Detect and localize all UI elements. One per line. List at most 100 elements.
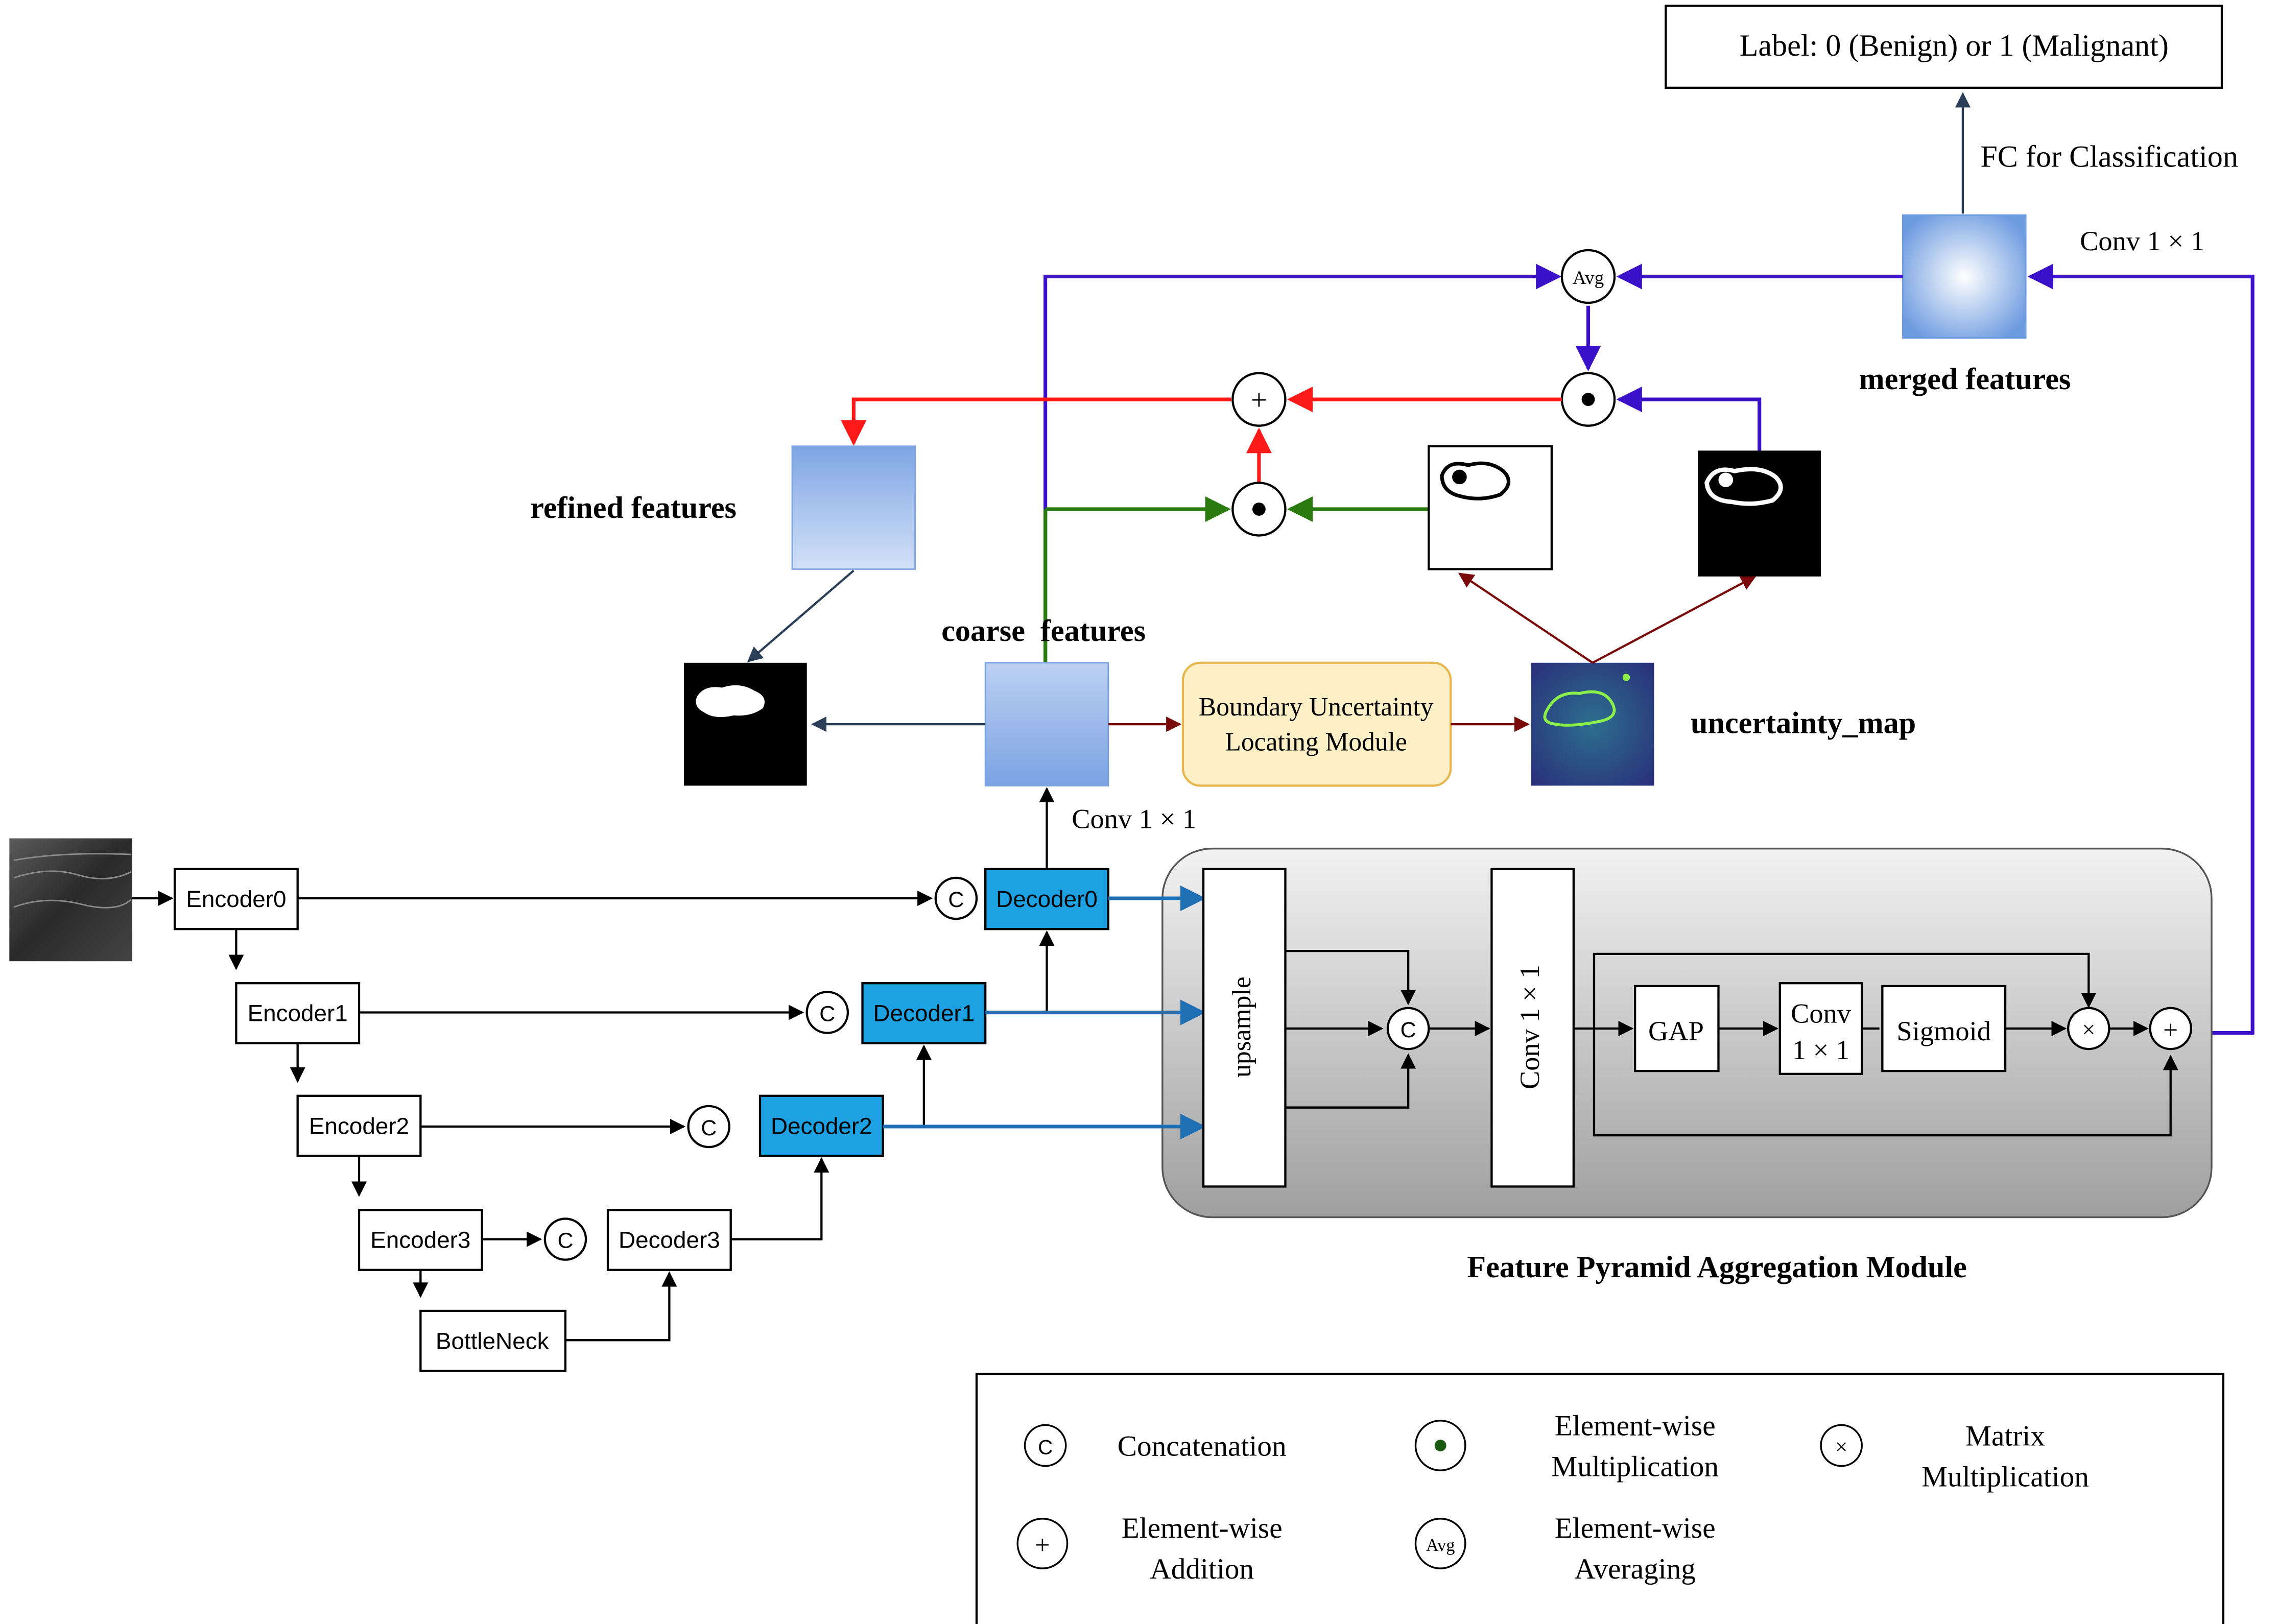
fpam-to-merged-arrow — [2027, 264, 2255, 1035]
fpam-conv-label: Conv 1 × 1 — [1514, 965, 1545, 1089]
bulm-box — [1181, 661, 1452, 787]
add-node-top — [1231, 372, 1287, 427]
concat-node-2-label: C — [701, 1116, 717, 1140]
decoder0-label: Decoder0 — [996, 886, 1098, 912]
legend-avg-text-2: Averaging — [1574, 1553, 1696, 1585]
legend-ew-mult-text-1: Element-wise — [1555, 1410, 1716, 1442]
conv-bottom-bypass — [1593, 1029, 2178, 1137]
legend-avg-icon-label: Avg — [1426, 1536, 1455, 1555]
legend-box — [975, 1372, 2225, 1624]
concat-node-1 — [805, 991, 849, 1034]
legend-avg-icon — [1414, 1518, 1466, 1569]
fpam-matmul-label: × — [2082, 1016, 2095, 1042]
conv-coarse-label: Conv 1 × 1 — [1072, 803, 1196, 834]
mult-node-top-dot — [1581, 393, 1595, 406]
bottleneck-to-decoder3-arrow — [565, 1271, 677, 1342]
fpam-add-label: + — [2163, 1016, 2178, 1045]
legend-ew-mult-dot — [1434, 1440, 1446, 1451]
uncertain-mask-contour — [1704, 467, 1783, 506]
uncertainty-map-spot — [1622, 674, 1630, 681]
upsample-top-branch — [1285, 950, 1416, 1006]
fpam-title: Feature Pyramid Aggregation Module — [1467, 1250, 1967, 1284]
fpam-add-node — [2149, 1007, 2192, 1050]
upsample-box — [1202, 868, 1287, 1188]
decoder2-to-decoder1-arrow — [883, 1044, 932, 1128]
concat-node-2 — [687, 1105, 730, 1149]
conv-top-bypass — [1593, 952, 2097, 1029]
legend-ew-mult-text-2: Multiplication — [1551, 1451, 1719, 1483]
uncertainty-map-label: uncertainty_map — [1691, 706, 1916, 740]
legend-add-icon-label: + — [1035, 1531, 1050, 1560]
legend-matrix-icon-label: × — [1835, 1436, 1847, 1460]
legend-concat-text: Concatenation — [1118, 1430, 1287, 1463]
encoder2-box — [296, 1094, 422, 1157]
encoder1-label: Encoder1 — [248, 1000, 348, 1026]
avg-node-label: Avg — [1573, 268, 1604, 289]
input-ultrasound-texture — [13, 853, 132, 909]
merged-features-label: merged features — [1859, 362, 2071, 396]
encoder3-label: Encoder3 — [370, 1227, 470, 1253]
encoder0-box — [173, 868, 299, 930]
upsample-label: upsample — [1227, 976, 1256, 1078]
uncertainty-to-boundary-arrow — [1458, 572, 1594, 664]
concat-node-0-label: C — [948, 888, 964, 912]
legend-matrix-icon — [1820, 1424, 1863, 1467]
encoder0-label: Encoder0 — [186, 886, 286, 912]
legend-matrix-text-1: Matrix — [1965, 1420, 2045, 1452]
legend-concat-icon — [1024, 1424, 1067, 1467]
decoder1-label: Decoder1 — [873, 1000, 975, 1026]
legend-matrix-text-2: Multiplication — [1921, 1461, 2089, 1493]
uncertainty-to-mask-arrow — [1592, 575, 1757, 664]
refined-to-seg-arrow — [747, 569, 855, 662]
bottleneck-box — [419, 1309, 567, 1372]
concat-node-3-label: C — [557, 1229, 573, 1253]
add-to-refined-arrow — [841, 397, 1231, 446]
fpam-concat-label: C — [1401, 1018, 1416, 1042]
refined-mask-image — [684, 662, 807, 786]
boundary-map-blob — [1452, 469, 1467, 485]
uncertainty-map-contour — [1543, 690, 1616, 727]
boundary-map-image — [1428, 445, 1553, 570]
small-conv-line2: 1 × 1 — [1792, 1034, 1849, 1065]
gap-label: GAP — [1648, 1015, 1704, 1046]
merged-features-block — [1902, 214, 2027, 339]
mult-node-lower-dot — [1252, 503, 1266, 516]
output-label: Label: 0 (Benign) or 1 (Malignant) — [1740, 29, 2169, 63]
small-conv-line1: Conv — [1791, 998, 1852, 1029]
bulm-line2: Locating Module — [1225, 728, 1407, 757]
decoder2-box — [758, 1094, 884, 1157]
input-ultrasound-image — [9, 838, 132, 962]
refined-mask-lesion — [696, 685, 765, 718]
bulm-line1: Boundary Uncertainty — [1199, 692, 1434, 722]
legend-concat-icon-label: C — [1038, 1437, 1053, 1459]
decoder2-label: Decoder2 — [771, 1113, 872, 1139]
add-node-top-label: + — [1251, 384, 1267, 416]
gap-box — [1634, 985, 1720, 1072]
sigmoid-label: Sigmoid — [1896, 1015, 1990, 1046]
decoder1-to-decoder0-arrow — [985, 930, 1055, 1014]
uncertain-mask-blob — [1718, 472, 1734, 487]
upsample-bottom-branch — [1285, 1053, 1416, 1109]
decoder3-box — [606, 1209, 732, 1271]
decoder3-label: Decoder3 — [619, 1227, 720, 1253]
avg-node — [1560, 249, 1616, 304]
legend-add-icon — [1016, 1518, 1069, 1569]
concat-node-1-label: C — [819, 1002, 835, 1026]
legend-avg-text-1: Element-wise — [1555, 1512, 1716, 1544]
mask-to-mult-arrow — [1616, 387, 1762, 451]
coarse-features-block — [984, 662, 1109, 786]
concat-node-0 — [934, 876, 978, 920]
bottleneck-label: BottleNeck — [436, 1328, 549, 1354]
legend-add-text-1: Element-wise — [1122, 1512, 1283, 1544]
refined-features-block — [791, 445, 916, 570]
legend-add-text-2: Addition — [1150, 1553, 1254, 1585]
decoder3-to-decoder2-arrow — [730, 1157, 829, 1240]
encoder2-label: Encoder2 — [309, 1113, 409, 1139]
conv-top-label: Conv 1 × 1 — [2080, 225, 2204, 256]
refined-features-label: refined features — [530, 491, 737, 525]
concat-node-3 — [543, 1217, 587, 1261]
decoder1-box — [861, 982, 987, 1044]
coarse-features-label: coarse features — [941, 614, 1146, 648]
fc-label: FC for Classification — [1980, 140, 2238, 174]
